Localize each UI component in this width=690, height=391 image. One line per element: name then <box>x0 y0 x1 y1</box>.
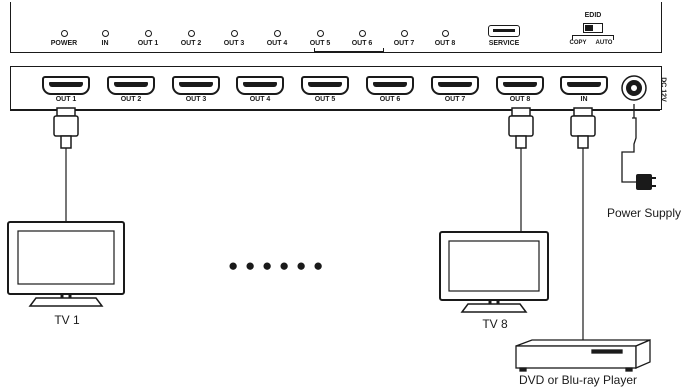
plug-out1 <box>56 107 76 117</box>
power-led <box>61 30 68 37</box>
front-label-in: IN <box>101 40 109 47</box>
front-label-out2: OUT 2 <box>180 40 202 47</box>
out4-led <box>274 30 281 37</box>
hdmi-port-out2 <box>107 76 155 95</box>
out8-led <box>442 30 449 37</box>
tv1-label: TV 1 <box>54 313 80 327</box>
front-label-out6: OUT 6 <box>351 40 373 47</box>
rear-label-out5: OUT 5 <box>314 96 336 103</box>
front-label-out7: OUT 7 <box>393 40 415 47</box>
hdmi-port-out6 <box>366 76 414 95</box>
power-supply-label: Power Supply <box>606 206 682 220</box>
out3-led <box>231 30 238 37</box>
rear-label-out7: OUT 7 <box>444 96 466 103</box>
hdmi-port-out8 <box>496 76 544 95</box>
hdmi-port-in <box>560 76 608 95</box>
out5-led <box>317 30 324 37</box>
front-label-out1: OUT 1 <box>137 40 159 47</box>
out1-led <box>145 30 152 37</box>
dvd-player-label: DVD or Blu-ray Player <box>518 373 638 387</box>
service-port <box>488 25 520 37</box>
front-label-out4: OUT 4 <box>266 40 288 47</box>
hdmi-port-out3 <box>172 76 220 95</box>
hdmi-port-out1 <box>42 76 90 95</box>
in-led <box>102 30 109 37</box>
tv8-label: TV 8 <box>482 317 508 331</box>
out6-led <box>359 30 366 37</box>
power-cord <box>621 104 637 183</box>
edid-switch <box>583 23 603 33</box>
more-tvs-ellipsis: ● ● ● ● ● ● <box>228 256 325 275</box>
power-adapter-icon <box>636 174 656 190</box>
edid-title: EDID <box>584 12 602 19</box>
dc-jack-icon <box>621 75 647 101</box>
rear-label-in: IN <box>580 96 588 103</box>
edid-label-copy: COPY <box>569 40 587 46</box>
out7-led <box>401 30 408 37</box>
front-label-out3: OUT 3 <box>223 40 245 47</box>
tv8-icon <box>439 231 549 313</box>
edid-label-auto: AUTO <box>595 40 613 46</box>
hdmi-port-out4 <box>236 76 284 95</box>
front-label-out8: OUT 8 <box>434 40 456 47</box>
front-label-out5: OUT 5 <box>309 40 331 47</box>
rear-label-out1: OUT 1 <box>55 96 77 103</box>
rear-label-out3: OUT 3 <box>185 96 207 103</box>
out2-led <box>188 30 195 37</box>
out5-out6-bracket <box>314 48 384 52</box>
front-panel <box>10 2 662 53</box>
rear-label-out6: OUT 6 <box>379 96 401 103</box>
rear-label-out4: OUT 4 <box>249 96 271 103</box>
rear-label-out8: OUT 8 <box>509 96 531 103</box>
plug-out8 <box>511 107 531 117</box>
hdmi-port-out7 <box>431 76 479 95</box>
dvd-player-icon <box>515 339 651 372</box>
front-label-power: POWER <box>50 40 78 47</box>
tv1-icon <box>7 221 125 307</box>
edid-bracket <box>572 35 614 40</box>
plug-in <box>573 107 593 117</box>
rear-label-out2: OUT 2 <box>120 96 142 103</box>
hdmi-port-out5 <box>301 76 349 95</box>
rear-panel-edge <box>10 108 660 111</box>
front-label-service: SERVICE <box>488 40 520 47</box>
